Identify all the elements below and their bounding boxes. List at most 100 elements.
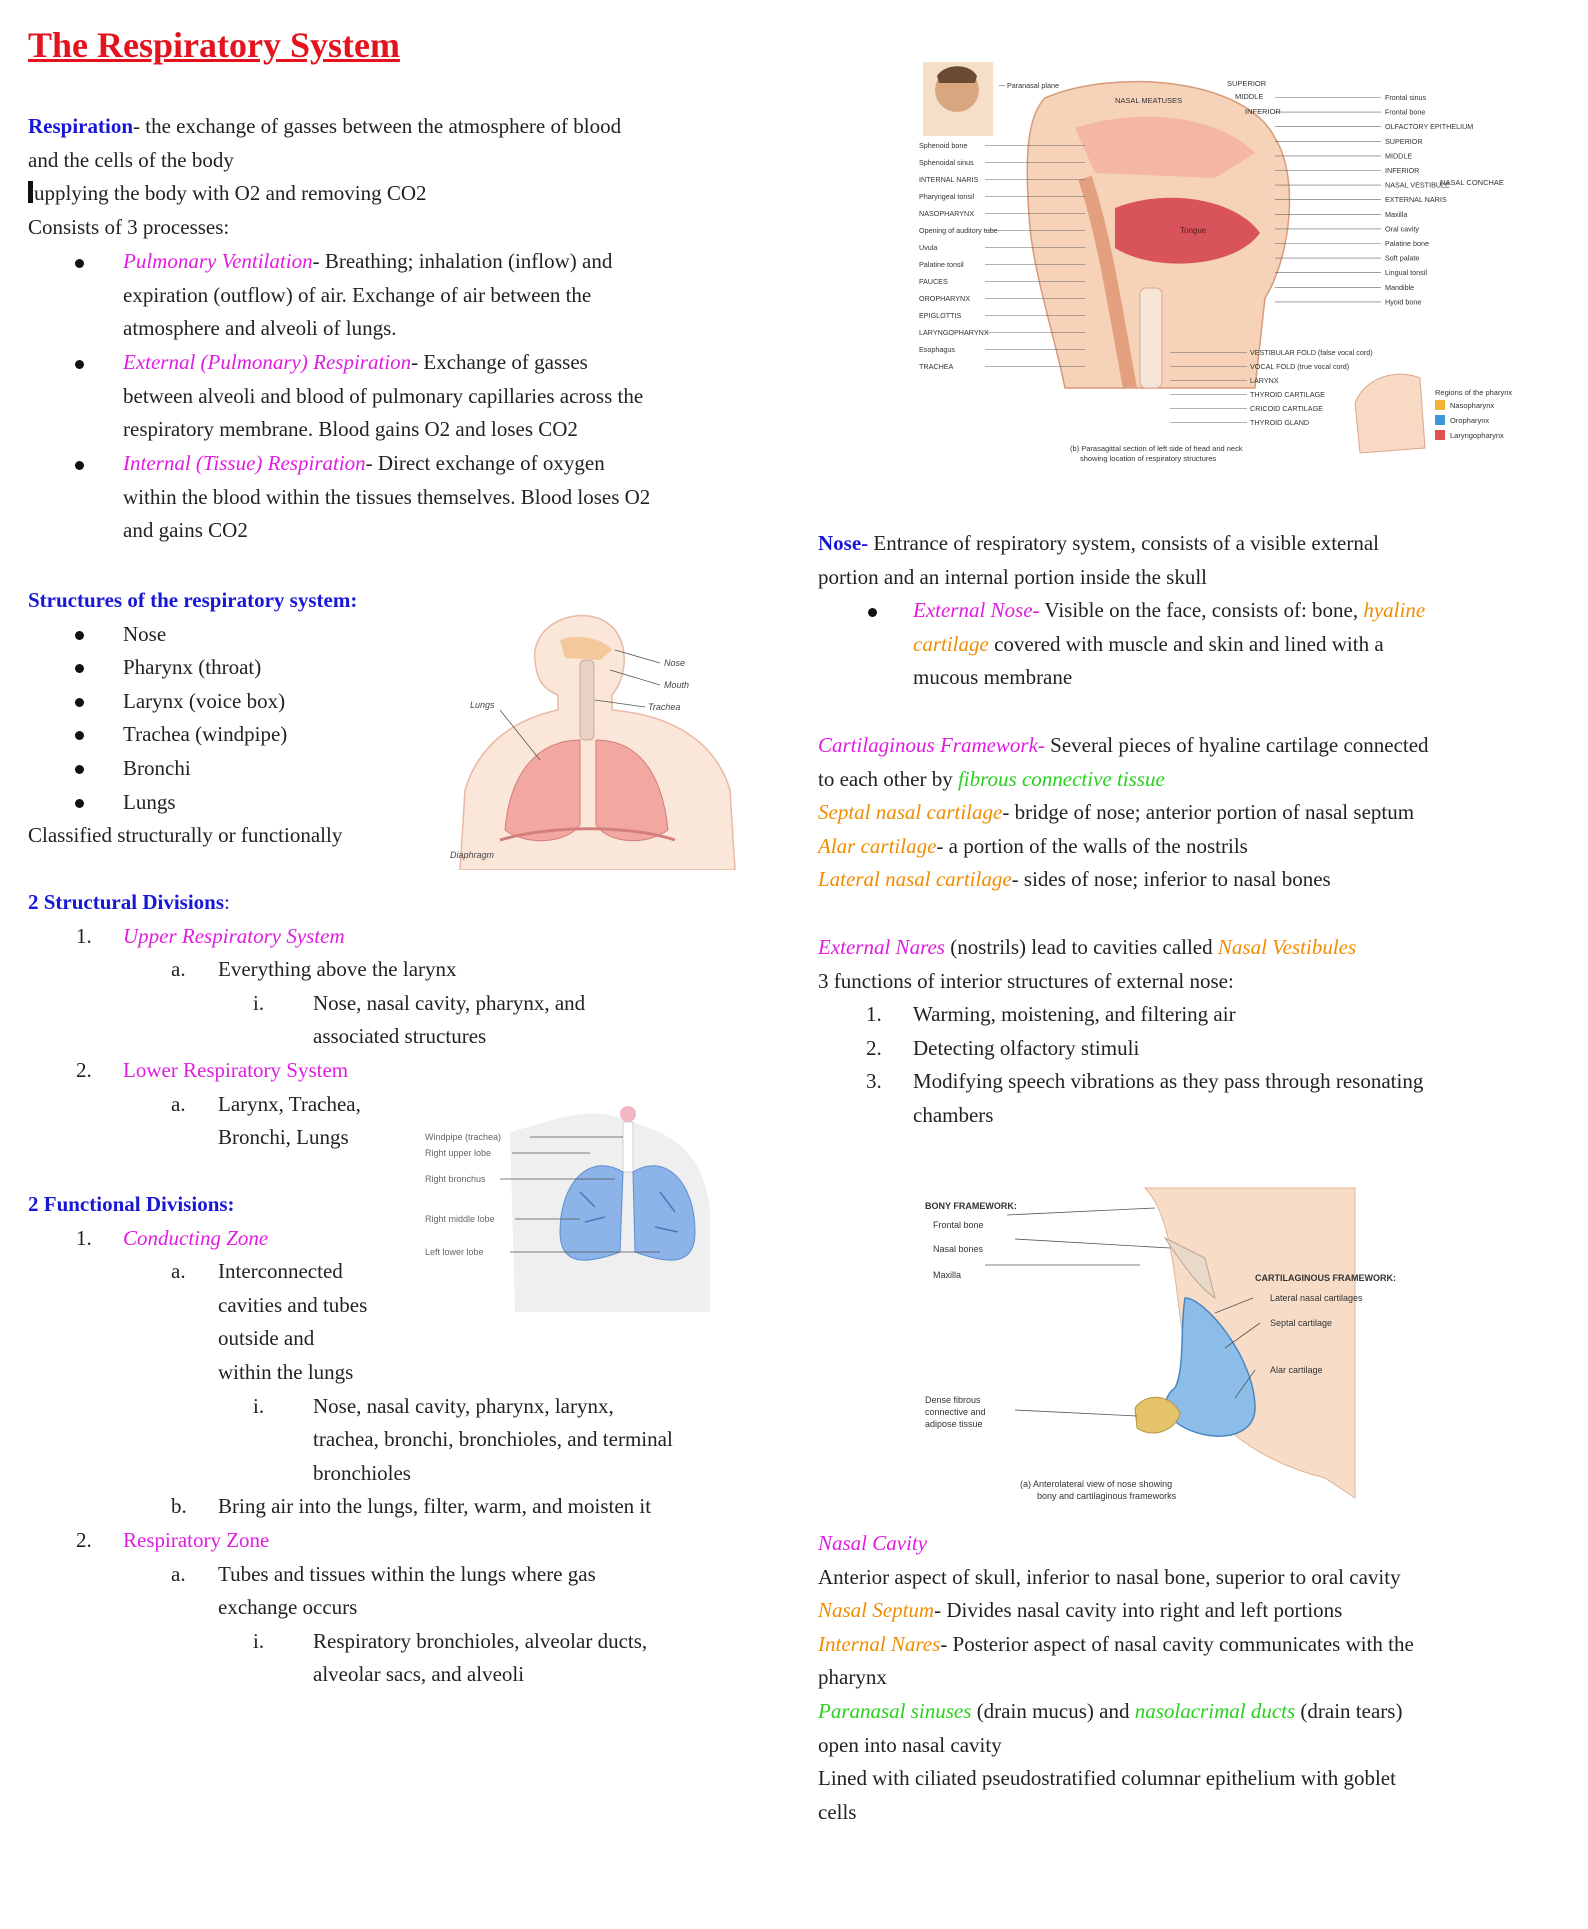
tongue-label: Tongue	[1180, 226, 1207, 235]
respiratory-torso-figure: Nose Mouth Trachea Lungs Diaphragm	[450, 614, 736, 870]
process-text: atmosphere and alveoli of lungs.	[123, 316, 397, 341]
label-meatus-middle: MIDDLE	[1235, 92, 1263, 101]
region-label: Oropharynx	[1450, 416, 1489, 425]
sub-text: cavities and tubes	[218, 1292, 368, 1317]
label-dense-fibrous: connective and	[925, 1407, 986, 1417]
hyaline-term: hyaline	[1363, 598, 1426, 623]
lower-sub-a: a. Larynx, Trachea, Bronchi, Lungs	[28, 1088, 728, 1155]
sub-text: trachea, bronchi, bronchioles, and termi…	[313, 1427, 673, 1452]
list-letter: a.	[171, 1259, 186, 1284]
fig3-right-label: Palatine bone	[1385, 239, 1429, 248]
lung-lobes-figure: Windpipe (trachea) Right upper lobe Righ…	[425, 1106, 710, 1312]
fig3-left-label: Opening of auditory tube	[919, 226, 998, 235]
fig3-left-label: Uvula	[919, 243, 937, 252]
nasolacrimal-ducts-term: nasolacrimal ducts	[1134, 1698, 1296, 1723]
cartilage-text: - sides of nose; inferior to nasal bones	[1011, 867, 1331, 892]
structure-label: Trachea (windpipe)	[123, 722, 288, 747]
sub-text: Bring air into the lungs, filter, warm, …	[218, 1494, 652, 1519]
fig3-right-label: Frontal bone	[1385, 108, 1425, 117]
region-swatch	[1435, 415, 1445, 425]
fig3-right-label: EXTERNAL NARIS	[1385, 195, 1447, 204]
larynx-dot	[620, 1106, 636, 1122]
left-lung-shape	[595, 739, 669, 842]
label-dense-fibrous: Dense fibrous	[925, 1395, 981, 1405]
leader-line	[1224, 1322, 1261, 1349]
list-number: 2.	[76, 1527, 92, 1552]
fig3-right-label: Soft palate	[1385, 254, 1419, 263]
list-item: Nose	[28, 618, 728, 652]
regions-title: Regions of the pharynx	[1435, 388, 1512, 397]
label-dense-fibrous: adipose tissue	[925, 1419, 983, 1429]
structures-list: Nose Pharynx (throat) Larynx (voice box)…	[28, 618, 728, 820]
nose-text: portion and an internal portion inside t…	[818, 564, 1208, 589]
paranasal-sinuses-term: Paranasal sinuses	[818, 1698, 972, 1723]
nasal-cavity-text: - Posterior aspect of nasal cavity commu…	[940, 1631, 1414, 1656]
page-title: The Respiratory System	[28, 25, 400, 65]
nasal-cavity-text: Lined with ciliated pseudostratified col…	[818, 1766, 1396, 1791]
lateral-cartilage-term: Lateral nasal cartilage	[818, 867, 1012, 892]
leader-line	[1234, 1369, 1256, 1399]
respiration-def-l1: - the exchange of gasses between the atm…	[133, 114, 622, 138]
label-trachea: Trachea	[648, 702, 680, 712]
label-nose: Nose	[664, 658, 685, 668]
cartilage-section: Cartilaginous Framework- Several pieces …	[818, 729, 1578, 897]
list-letter: a.	[171, 1561, 186, 1586]
list-number: 2.	[866, 1035, 882, 1060]
head-thumbnail-hair	[937, 66, 977, 83]
list-number: 1.	[866, 1002, 882, 1027]
sub-text: associated structures	[313, 1024, 487, 1049]
label-meatus-inferior: INFERIOR	[1245, 107, 1281, 116]
fig3-bottom-label: VOCAL FOLD (true vocal cord)	[1250, 362, 1349, 371]
bullet-dot	[75, 798, 84, 808]
fig3-right-label: Lingual tonsil	[1385, 268, 1427, 277]
trachea-shape	[579, 659, 595, 741]
fig3-left-label: Paranasal plane	[1007, 81, 1059, 90]
function-text: chambers	[913, 1102, 994, 1127]
leader-line	[594, 699, 646, 708]
fig3-right-label: SUPERIOR	[1385, 137, 1423, 146]
label-maxilla: Maxilla	[933, 1270, 961, 1280]
leader-line	[614, 649, 661, 664]
trachea-shape	[1139, 287, 1163, 389]
fibrous-tissue-term: fibrous connective tissue	[957, 766, 1165, 791]
label-windpipe: Windpipe (trachea)	[425, 1132, 501, 1142]
functional-heading: 2 Functional Divisions:	[28, 1192, 235, 1216]
cartilaginous-framework-term: Cartilaginous Framework-	[818, 733, 1045, 757]
adipose-tissue-shape	[1134, 1396, 1181, 1434]
list-roman: i.	[253, 1393, 265, 1418]
label-lungs: Lungs	[470, 700, 495, 710]
leader-line	[1006, 1207, 1156, 1216]
septal-cartilage-term: Septal nasal cartilage	[818, 800, 1003, 825]
fig3-left-label: TRACHEA	[919, 362, 954, 371]
list-item: Pharynx (throat)	[28, 651, 728, 685]
heading-colon: :	[224, 890, 230, 914]
sub-text: Nose, nasal cavity, pharynx, larynx,	[313, 1393, 614, 1418]
sub-text: Tubes and tissues within the lungs where…	[218, 1561, 596, 1586]
fig3-left-label: OROPHARYNX	[919, 294, 970, 303]
pharynx-shape	[1078, 175, 1137, 390]
list-item: Lungs	[28, 786, 728, 820]
fig3-left-label: FAUCES	[919, 277, 948, 286]
nasal-cavity-text: (drain mucus) and	[971, 1698, 1135, 1723]
process-text: between alveoli and blood of pulmonary c…	[123, 383, 644, 408]
fig3-left-label: Pharyngeal tonsil	[919, 192, 975, 201]
sub-text: Interconnected	[218, 1259, 343, 1284]
fig3-bottom-label: THYROID GLAND	[1250, 418, 1309, 427]
nares-text: (nostrils) lead to cavities called	[944, 935, 1218, 959]
bullet-dot	[868, 608, 877, 618]
label-meatus-superior: SUPERIOR	[1227, 79, 1267, 88]
sub-text: Everything above the larynx	[218, 957, 457, 982]
process-item: External (Pulmonary) Respiration- Exchan…	[28, 346, 728, 447]
fig3-right-label: Hyoid bone	[1385, 297, 1421, 306]
inset-head-outline	[1354, 373, 1426, 454]
nasal-cavity-text: open into nasal cavity	[818, 1732, 1002, 1757]
process-text: - Breathing; inhalation (inflow) and	[312, 249, 613, 273]
figure-caption-line: bony and cartilaginous frameworks	[1037, 1491, 1177, 1501]
bottom-label-group: VESTIBULAR FOLD (false vocal cord)VOCAL …	[1170, 348, 1373, 427]
process-list: Pulmonary Ventilation- Breathing; inhala…	[28, 245, 728, 548]
function-text: Warming, moistening, and filtering air	[913, 1002, 1236, 1027]
cartilage-text: - a portion of the walls of the nostrils	[936, 833, 1248, 858]
process-term: Internal (Tissue) Respiration	[123, 451, 366, 475]
list-letter: b.	[171, 1494, 187, 1519]
